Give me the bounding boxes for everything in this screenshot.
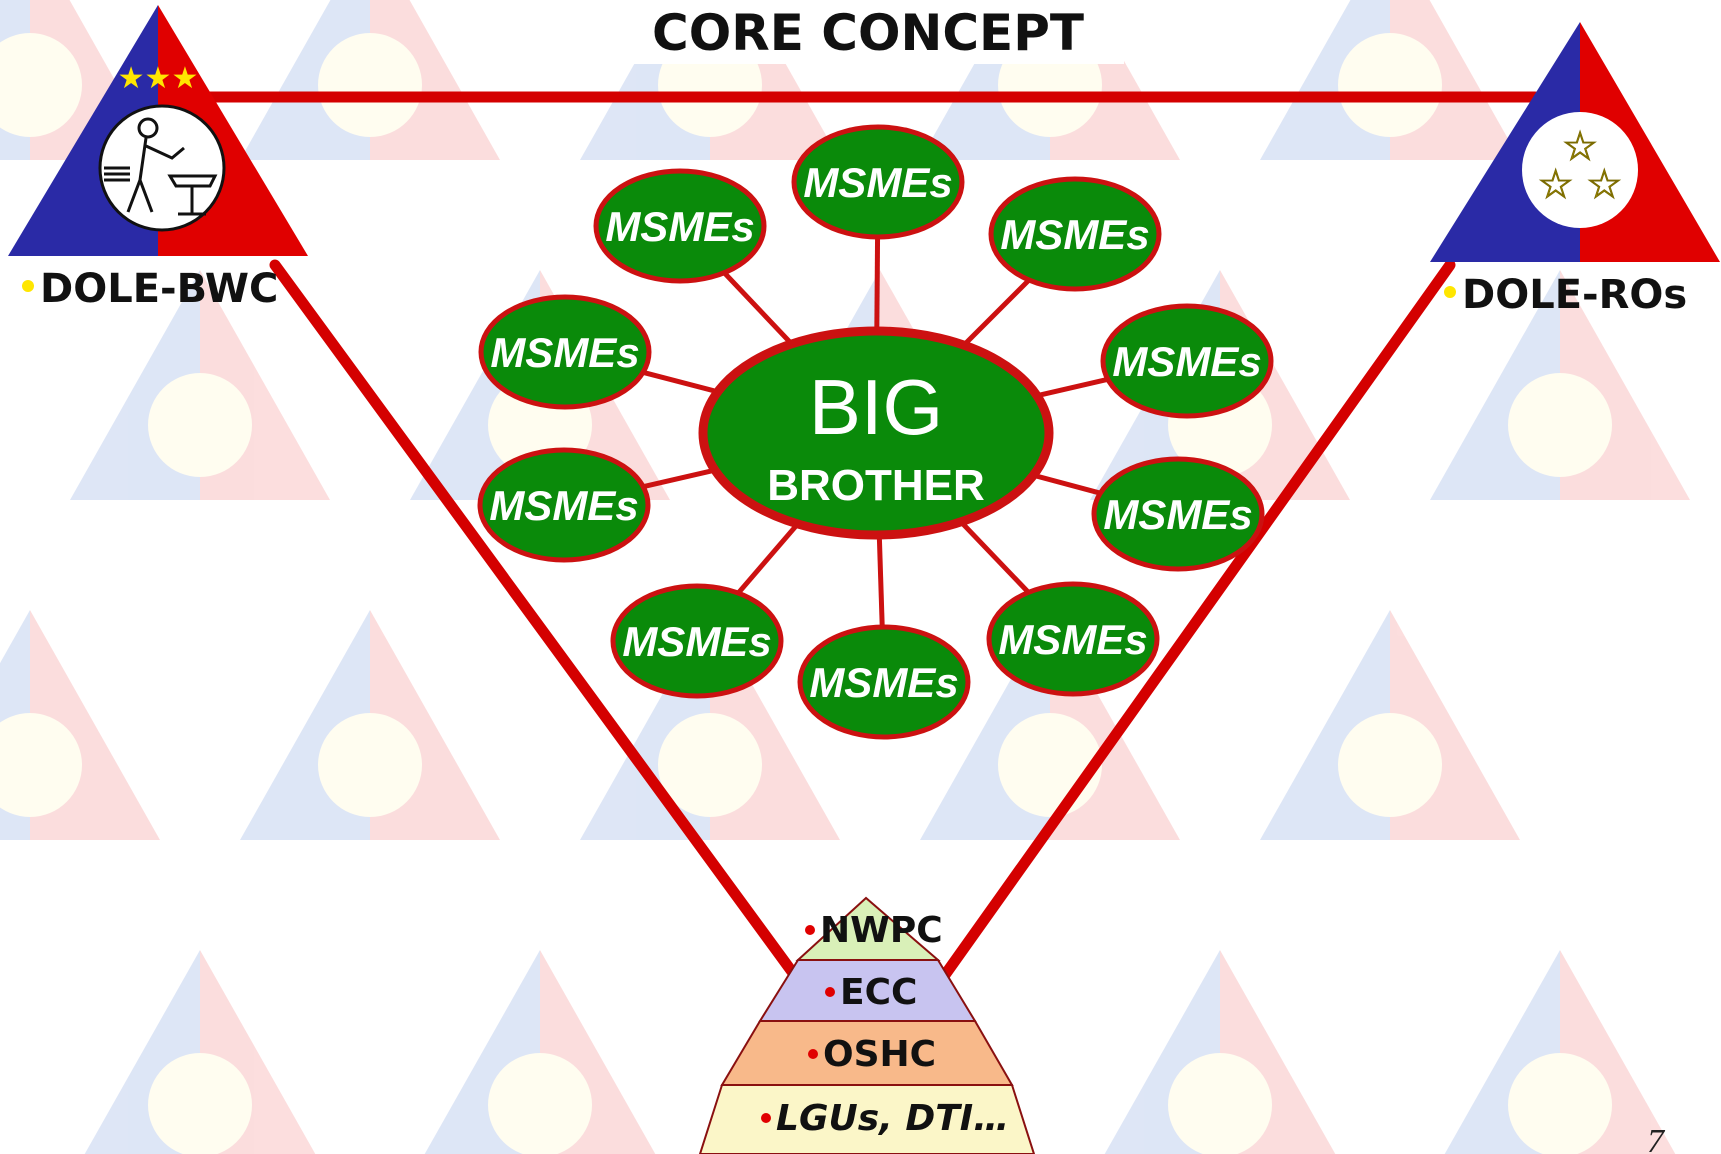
msme-node: MSMEs — [593, 168, 767, 284]
msme-label: MSMEs — [998, 616, 1147, 663]
pyramid-labels: NWPC ECC OSHC LGUs, DTI… — [761, 910, 1009, 1139]
msme-oval — [477, 447, 651, 563]
pyramid-label-2: ECC — [840, 972, 917, 1013]
worker-figure-icon — [104, 117, 218, 216]
msme-label: MSMEs — [489, 482, 638, 529]
pyramid-label-1: NWPC — [820, 910, 943, 951]
msme-oval — [1100, 303, 1274, 419]
bg-logo-icon — [424, 950, 656, 1154]
red-triangle-frame — [154, 91, 1541, 1016]
bg-logo-icon — [1444, 950, 1676, 1154]
msme-label: MSMEs — [1103, 491, 1252, 538]
logo-stars-icon: ★★★ — [118, 61, 199, 96]
msme-node: MSMEs — [986, 581, 1160, 697]
title-box — [612, 0, 1124, 64]
page-title: CORE CONCEPT — [652, 4, 1084, 62]
msme-oval — [986, 581, 1160, 697]
logo-stars-icon: ☆ ☆ — [1538, 162, 1622, 208]
msme-label: MSMEs — [605, 203, 754, 250]
dole-ros-logo: ☆ ☆ ☆ — [1430, 22, 1720, 262]
big-brother-hub: BIG BROTHER — [698, 326, 1054, 540]
msme-oval — [478, 294, 652, 410]
hub-line1: BIG — [809, 363, 943, 451]
hub-line2: BROTHER — [767, 461, 985, 510]
logo-stars-icon: ☆ — [1562, 124, 1598, 170]
bg-logo-icon — [240, 610, 500, 840]
msme-label: MSMEs — [809, 659, 958, 706]
msme-node: MSMEs — [1091, 456, 1265, 572]
corner-label-right: DOLE-ROs — [1462, 272, 1687, 318]
msme-label: MSMEs — [1000, 211, 1149, 258]
msme-oval — [1091, 456, 1265, 572]
bullet-dot — [825, 987, 835, 997]
bullet-dot — [761, 1113, 771, 1123]
bg-logo-icon — [1260, 610, 1520, 840]
logo-white-ring — [1522, 112, 1638, 228]
hub-oval — [698, 326, 1054, 540]
dole-bwc-logo: ★★★ — [8, 5, 308, 256]
bg-logo-icon — [1260, 0, 1520, 160]
bg-logo-icon — [0, 610, 160, 840]
corner-label-left: DOLE-BWC — [40, 266, 278, 312]
msme-label: MSMEs — [622, 618, 771, 665]
bg-logo-icon — [70, 270, 330, 500]
bg-logo-icon — [0, 0, 160, 160]
msme-node: MSMEs — [478, 294, 652, 410]
msme-node: MSMEs — [610, 583, 784, 699]
msme-oval — [791, 124, 965, 240]
msme-oval — [797, 624, 971, 740]
msme-node: MSMEs — [988, 176, 1162, 292]
msme-label: MSMEs — [803, 159, 952, 206]
slide-number: 7 — [1647, 1123, 1666, 1154]
msme-oval — [610, 583, 784, 699]
msme-node: MSMEs — [1100, 303, 1274, 419]
msme-node: MSMEs — [477, 447, 651, 563]
bg-logo-icon — [1104, 950, 1336, 1154]
frame-right-edge — [914, 259, 1456, 1016]
bg-logo-icon — [84, 950, 316, 1154]
msme-oval — [593, 168, 767, 284]
bullet-dot — [805, 925, 815, 935]
bg-logo-icon — [240, 0, 500, 160]
bullet-dot — [808, 1049, 818, 1059]
msme-oval — [988, 176, 1162, 292]
bg-logo-icon — [1430, 270, 1690, 500]
bullet-dot — [1444, 286, 1456, 298]
pyramid-label-4: LGUs, DTI… — [776, 1098, 1009, 1139]
pyramid-tier-4 — [698, 1084, 1036, 1154]
bullet-dot — [22, 280, 34, 292]
msme-node: MSMEs — [797, 624, 971, 740]
frame-left-edge — [269, 259, 826, 1016]
msme-node: MSMEs — [791, 124, 965, 240]
msme-label: MSMEs — [1112, 338, 1261, 385]
agency-pyramid — [698, 896, 1036, 1154]
msme-label: MSMEs — [490, 329, 639, 376]
pyramid-label-3: OSHC — [823, 1034, 936, 1075]
